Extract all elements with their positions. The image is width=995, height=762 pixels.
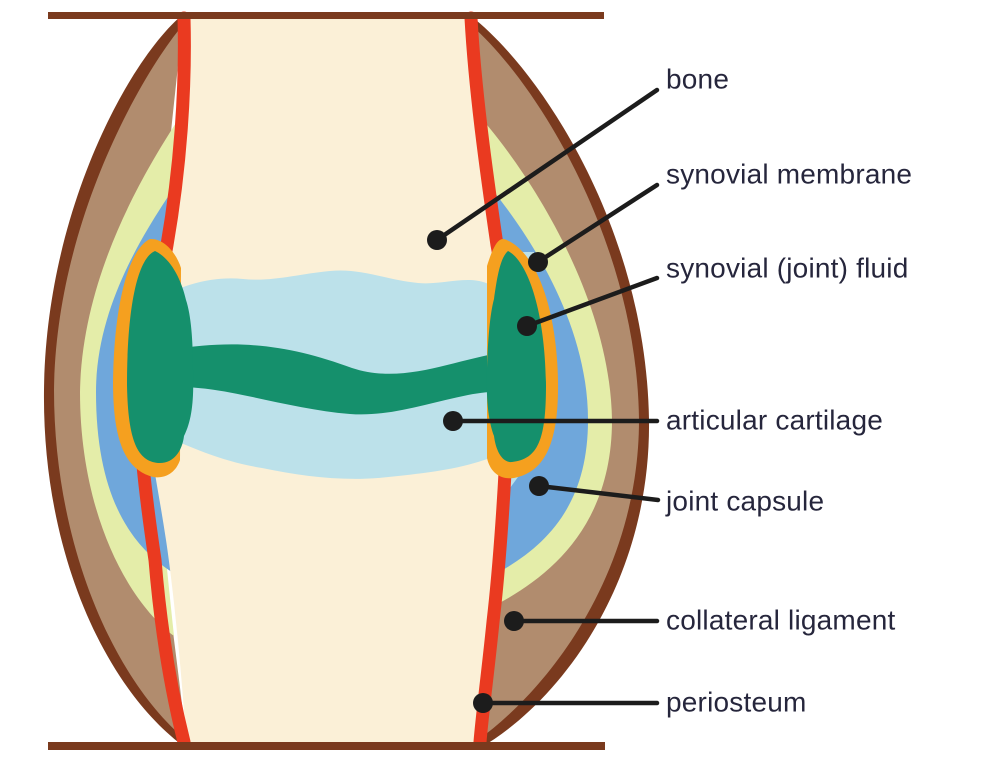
pointer-dot-joint-capsule <box>529 476 549 496</box>
label-bone: bone <box>666 63 730 95</box>
pointer-dot-periosteum <box>473 693 493 713</box>
pointer-lines <box>434 87 661 706</box>
bone-lower <box>148 428 503 744</box>
bone-upper <box>155 16 504 302</box>
pointer-line-synovial-fluid <box>524 275 660 329</box>
label-articular-cartilage: articular cartilage <box>666 404 883 436</box>
label-collateral-ligament: collateral ligament <box>666 604 896 636</box>
label-periosteum: periosteum <box>666 686 807 718</box>
synovial-fluid-band <box>170 328 546 415</box>
top-bone-bar <box>48 12 604 19</box>
pointer-line-bone <box>434 87 660 243</box>
label-synovial-membrane: synovial membrane <box>666 158 913 190</box>
label-synovial-fluid: synovial (joint) fluid <box>666 252 909 284</box>
pointer-dot-synovial-membrane <box>528 252 548 272</box>
pointer-dot-bone <box>427 230 447 250</box>
label-joint-capsule: joint capsule <box>666 485 825 517</box>
synovial-fluid-pocket-left <box>127 251 194 464</box>
pointer-line-synovial-membrane <box>535 182 660 265</box>
pointer-line-joint-capsule <box>536 483 661 503</box>
pointer-dots <box>427 230 549 713</box>
pointer-dot-synovial-fluid <box>517 316 537 336</box>
synovial-fluid-pocket-right <box>486 251 546 463</box>
pointer-dot-collateral-ligament <box>504 611 524 631</box>
pointer-dot-articular-cartilage <box>443 411 463 431</box>
bottom-bone-bar <box>48 742 605 750</box>
